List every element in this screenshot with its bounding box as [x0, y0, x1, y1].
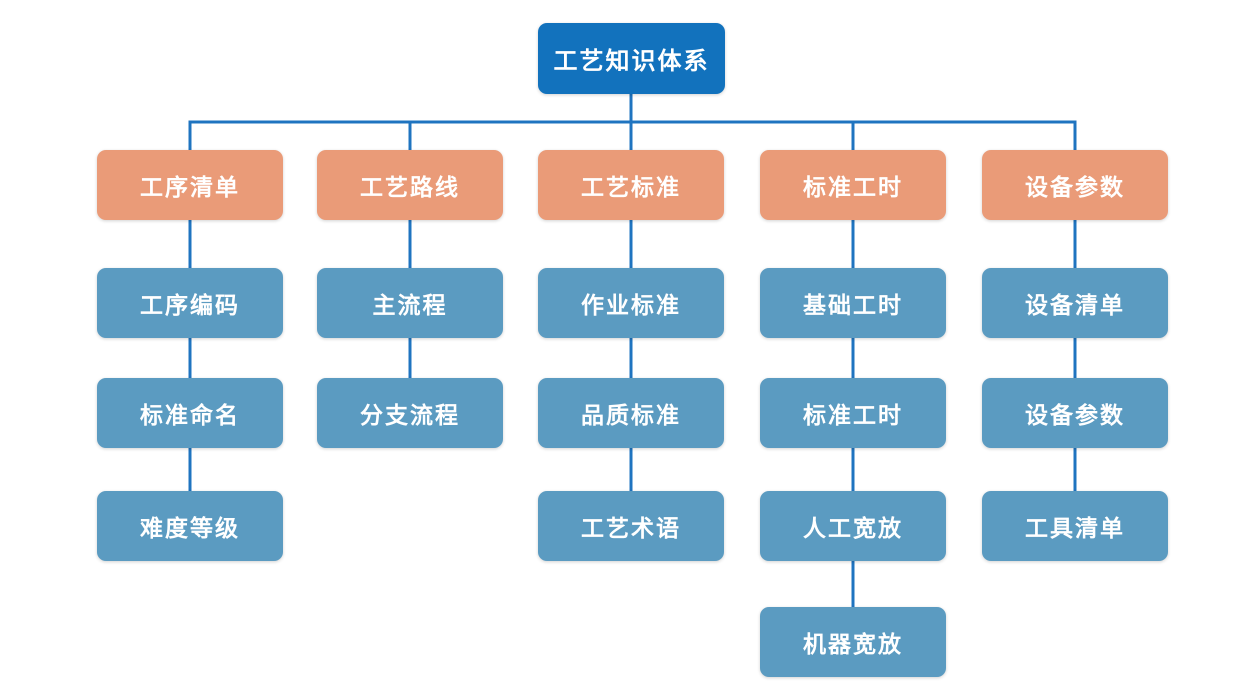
root-node-process-knowledge-system: 工艺知识体系: [538, 23, 725, 94]
leaf-node-equipment-list: 设备清单: [982, 268, 1168, 338]
leaf-node-main-flow: 主流程: [317, 268, 503, 338]
branch-node-process-standard: 工艺标准: [538, 150, 724, 220]
leaf-node-difficulty-level: 难度等级: [97, 491, 283, 561]
branch-node-equipment-params: 设备参数: [982, 150, 1168, 220]
leaf-node-machine-allowance: 机器宽放: [760, 607, 946, 677]
leaf-node-manual-allowance: 人工宽放: [760, 491, 946, 561]
leaf-node-process-terms: 工艺术语: [538, 491, 724, 561]
branch-node-process-route: 工艺路线: [317, 150, 503, 220]
leaf-node-operation-standard: 作业标准: [538, 268, 724, 338]
leaf-node-tool-list: 工具清单: [982, 491, 1168, 561]
leaf-node-equipment-params: 设备参数: [982, 378, 1168, 448]
leaf-node-branch-flow: 分支流程: [317, 378, 503, 448]
leaf-node-process-code: 工序编码: [97, 268, 283, 338]
leaf-node-standard-hours: 标准工时: [760, 378, 946, 448]
leaf-node-quality-standard: 品质标准: [538, 378, 724, 448]
leaf-node-basic-hours: 基础工时: [760, 268, 946, 338]
branch-node-process-list: 工序清单: [97, 150, 283, 220]
branch-node-standard-hours: 标准工时: [760, 150, 946, 220]
leaf-node-standard-naming: 标准命名: [97, 378, 283, 448]
